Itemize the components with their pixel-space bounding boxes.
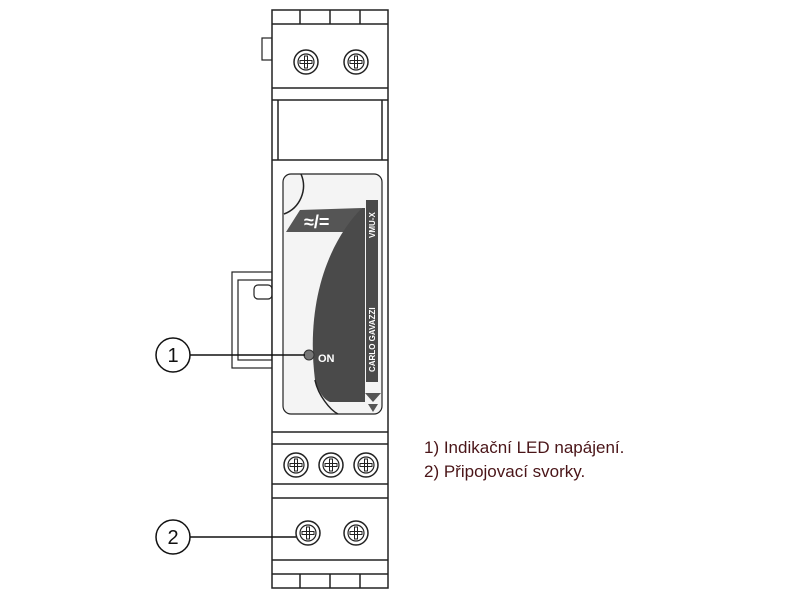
callout-1-number: 1 <box>167 345 178 367</box>
din-clip <box>231 37 275 369</box>
legend: 1) Indikační LED napájení. 2) Připojovac… <box>424 436 624 484</box>
callout-1: 1 <box>155 337 305 373</box>
brand-label: CARLO GAVAZZI <box>368 307 377 372</box>
middle-terminals <box>283 452 379 478</box>
callout-2-number: 2 <box>167 527 178 549</box>
legend-item-1: 1) Indikační LED napájení. <box>424 438 625 457</box>
front-label <box>282 173 383 415</box>
model-label: VMU-X <box>368 212 377 238</box>
ac-dc-symbol: ≈/= <box>304 212 329 232</box>
led-label: ON <box>318 353 335 365</box>
legend-item-2: 2) Připojovací svorky. <box>424 462 586 481</box>
callout-2: 2 <box>155 519 296 555</box>
